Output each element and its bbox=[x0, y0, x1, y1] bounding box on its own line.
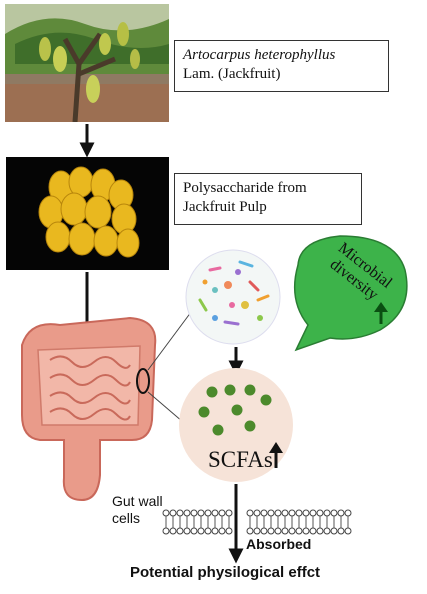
microbial-increase-arrow bbox=[374, 302, 388, 324]
gut-wall-label: Gut wall cells bbox=[112, 493, 163, 527]
gut-wall-line2: cells bbox=[112, 510, 141, 526]
gut-microbiota-circle bbox=[185, 249, 281, 345]
scfa-increase-arrow bbox=[269, 442, 283, 468]
polysaccharide-label-box: Polysaccharide from Jackfruit Pulp bbox=[174, 173, 362, 225]
intestine-illustration bbox=[21, 316, 157, 502]
polysaccharide-line2: Jackfruit Pulp bbox=[183, 199, 267, 215]
jackfruit-common-name: Lam. (Jackfruit) bbox=[183, 66, 281, 82]
absorbed-label: Absorbed bbox=[246, 536, 312, 552]
potential-effect-label: Potential physilogical effct bbox=[130, 564, 321, 581]
scfas-label: SCFAs bbox=[208, 447, 273, 472]
jackfruit-latin-name: Artocarpus heterophyllus bbox=[183, 47, 336, 63]
scfa-circle bbox=[179, 368, 293, 482]
gut-wall-line1: Gut wall bbox=[112, 493, 163, 509]
intestine-highlight-ring bbox=[136, 368, 150, 394]
jackfruit-label-box: Artocarpus heterophyllus Lam. (Jackfruit… bbox=[174, 40, 389, 92]
zoom-line-lower bbox=[147, 391, 184, 423]
gut-wall-membrane bbox=[162, 509, 352, 535]
jackfruit-pulp-photo bbox=[6, 157, 169, 270]
jackfruit-tree-photo bbox=[5, 4, 169, 122]
microbial-diversity-bubble bbox=[293, 235, 408, 352]
polysaccharide-line1: Polysaccharide from bbox=[183, 180, 307, 196]
